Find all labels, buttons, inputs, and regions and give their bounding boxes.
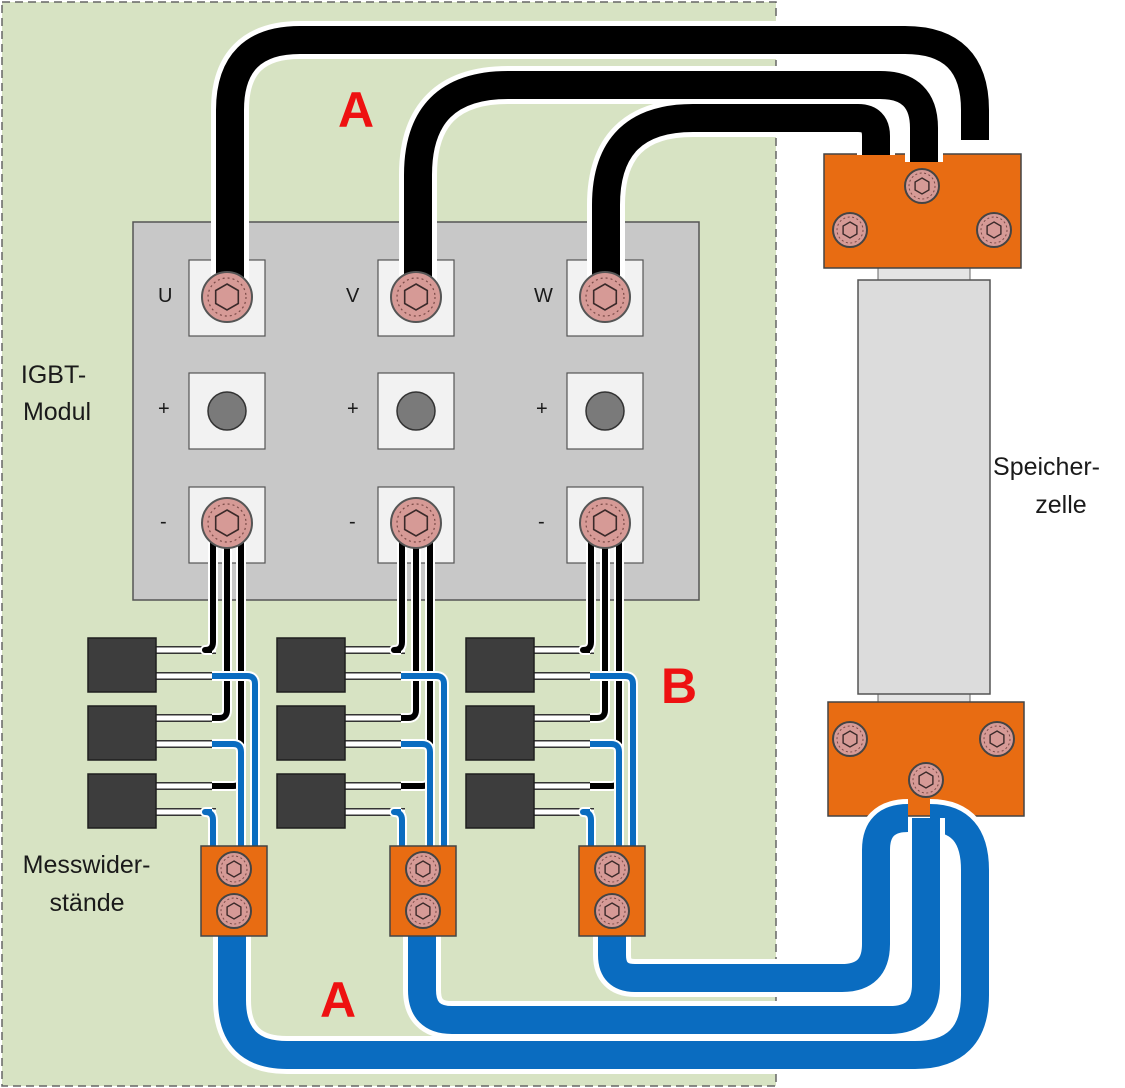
black-sense-wire [202, 530, 216, 653]
phase-label-u: U [158, 285, 172, 307]
storage-cell-body [857, 279, 991, 695]
shunt-resistor [87, 637, 157, 693]
storage-cell-label: Speicher- zelle [993, 453, 1107, 519]
shunt-resistor [276, 637, 346, 693]
cell-copper-bottom [827, 701, 1025, 817]
shunt-resistor [87, 773, 157, 829]
black-sense-wire [212, 530, 230, 721]
plus-label-3: + [536, 398, 548, 420]
blue-return-cables [213, 799, 994, 1074]
shunt-resistor [276, 705, 346, 761]
cell-top-bolt-1 [904, 168, 940, 204]
plus-terminal-dot-2 [396, 391, 436, 431]
bolt-minus-2 [390, 497, 442, 549]
blue-cable-1 [218, 804, 989, 1069]
shunt-resistor [465, 637, 535, 693]
bolt-v [390, 271, 442, 323]
plus-label-1: + [158, 398, 170, 420]
black-sense-wire [590, 530, 608, 721]
connector-bolt [405, 851, 441, 887]
minus-label-1: - [160, 511, 167, 533]
blue-cable-3 [598, 804, 909, 992]
black-sense-wire [391, 530, 405, 653]
minus-label-3: - [538, 511, 545, 533]
black-sense-wire [580, 530, 594, 653]
black-sense-wire [401, 530, 419, 721]
connector-bolt [405, 893, 441, 929]
blue-sense-wire [401, 673, 447, 852]
shunt-resistor [87, 705, 157, 761]
label-a-bottom: A [320, 972, 356, 1028]
connector-bolt [216, 851, 252, 887]
shunt-resistor-group [87, 637, 594, 829]
blue-cable-2 [408, 818, 940, 1034]
minus-label-2: - [349, 511, 356, 533]
black-cable-w [592, 104, 890, 296]
bolt-u [201, 271, 253, 323]
cell-bottom-bolt-2 [979, 721, 1015, 757]
cell-top-bolt-2 [832, 212, 868, 248]
blue-sense-wire [590, 741, 622, 852]
connector-bolt [594, 851, 630, 887]
cell-bottom-bolt-3 [908, 762, 944, 798]
connector-bolt [216, 893, 252, 929]
blue-sense-wire [580, 809, 594, 852]
connector-bolt [594, 893, 630, 929]
plus-label-2: + [347, 398, 359, 420]
plus-terminal-dot-3 [585, 391, 625, 431]
shunt-resistor [465, 705, 535, 761]
bolt-minus-3 [579, 497, 631, 549]
phase-label-w: W [534, 285, 553, 307]
black-cable-u [216, 26, 989, 296]
cell-bottom-bolt-1 [832, 721, 868, 757]
copper-connector-group [200, 845, 646, 937]
black-cable-v [404, 71, 938, 296]
blue-sense-wire [212, 673, 258, 852]
shunts-label: Messwider- stände [23, 851, 158, 917]
shunt-resistor [465, 773, 535, 829]
label-b: B [661, 658, 697, 714]
blue-sense-wire [202, 809, 216, 852]
phase-label-v: V [346, 285, 360, 307]
bolt-minus-1 [201, 497, 253, 549]
blue-sense-wire [401, 741, 433, 852]
bolt-w [579, 271, 631, 323]
cell-top-bolt-3 [976, 212, 1012, 248]
blue-sense-wire [391, 809, 405, 852]
shunt-resistor [276, 773, 346, 829]
label-a-top: A [338, 82, 374, 138]
blue-sense-wire [212, 741, 244, 852]
igbt-module-label: IGBT- Modul [21, 361, 93, 426]
black-phase-cables [211, 21, 994, 296]
sense-wire-group [200, 530, 638, 852]
blue-sense-wire [590, 673, 636, 852]
plus-terminal-dot-1 [207, 391, 247, 431]
